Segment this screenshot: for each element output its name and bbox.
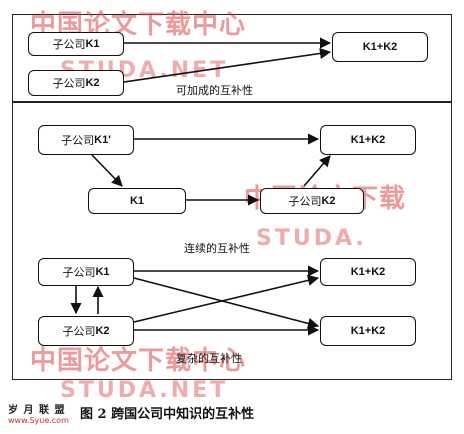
figure-caption: 图 2 跨国公司中知识的互补性 [80, 407, 255, 422]
arrow-mid-subk2-to-sum [303, 155, 331, 187]
box-label-en: K1' [94, 134, 111, 146]
bot-sum-bottom-box: K1+K2 [320, 316, 416, 346]
box-label-en: K1+K2 [362, 41, 398, 53]
arrow-mid-k1p-to-k1 [91, 154, 123, 187]
box-label-en: K1 [95, 266, 110, 278]
box-label-cn: 子公司 [288, 195, 322, 208]
top-sum-box: K1+K2 [332, 32, 428, 62]
box-label-en: K2 [321, 195, 336, 207]
bot-sum-top-box: K1+K2 [320, 258, 416, 286]
complex-complementarity-label: 复杂的互补性 [176, 352, 242, 365]
box-label-en: K1+K2 [350, 266, 386, 278]
box-label-cn: 子公司 [62, 266, 96, 279]
logo-url: www.Syue.com [8, 416, 69, 425]
box-label-en: K1 [85, 38, 100, 50]
mid-sum-box: K1+K2 [320, 125, 416, 155]
top-panel-frame [12, 14, 452, 102]
box-label-en: K1+K2 [350, 325, 386, 337]
mid-k1-box: K1 [88, 188, 186, 214]
box-label-cn: 子公司 [61, 134, 95, 147]
additive-complementarity-label: 可加成的互补性 [176, 84, 253, 97]
arrow-bot-k1-to-sum-bot [133, 277, 320, 329]
bottom-panel-frame [12, 102, 452, 380]
watermark-en-bottom: STUDA.NET [60, 378, 229, 403]
box-label-en: K2 [85, 77, 100, 89]
site-logo: 岁 月 联 盟 www.Syue.com [8, 401, 80, 431]
box-label-cn: 子公司 [62, 325, 96, 338]
box-label-en: K2 [95, 325, 110, 337]
box-label-en: K1 [129, 195, 145, 207]
box-label-cn: 子公司 [52, 77, 86, 90]
arrow-top-k2-to-sum [123, 47, 332, 83]
arrow-bot-k2-to-sum-top [133, 274, 320, 323]
watermark-cn-bottom: 中国论文下载中心 [30, 346, 247, 376]
sequential-complementarity-label: 连续的互补性 [184, 242, 250, 255]
box-label-cn: 子公司 [52, 38, 86, 51]
logo-text: 岁 月 联 盟 [8, 405, 66, 416]
box-label-en: K1+K2 [350, 134, 386, 146]
watermark-en-mid: STUDA. [256, 226, 367, 251]
